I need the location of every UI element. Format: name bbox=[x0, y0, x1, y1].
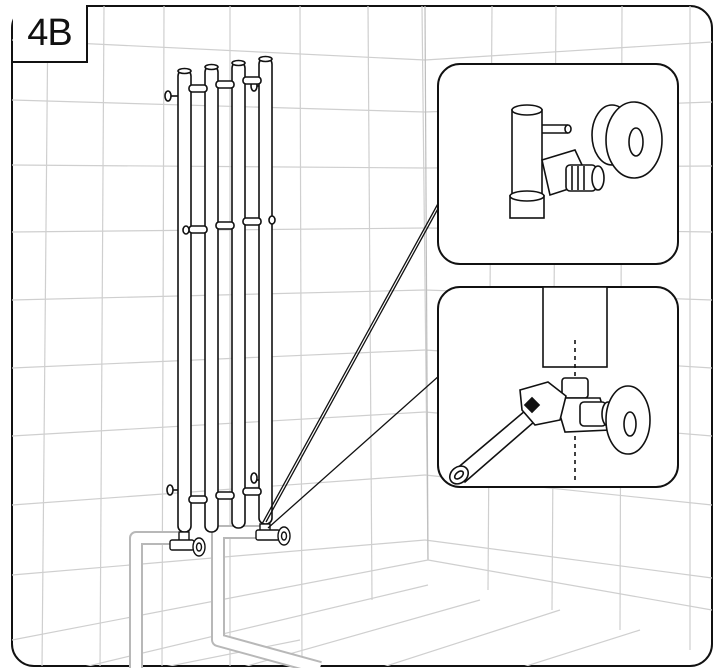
valve-left bbox=[169, 531, 206, 557]
detail-panel-wrench bbox=[437, 286, 679, 488]
supply-pipes bbox=[129, 525, 322, 668]
valve-right bbox=[255, 523, 291, 546]
radiator bbox=[164, 55, 276, 533]
callout-lines bbox=[261, 199, 441, 529]
detail-panel-valve bbox=[437, 63, 679, 265]
step-label: 4B bbox=[13, 5, 88, 63]
